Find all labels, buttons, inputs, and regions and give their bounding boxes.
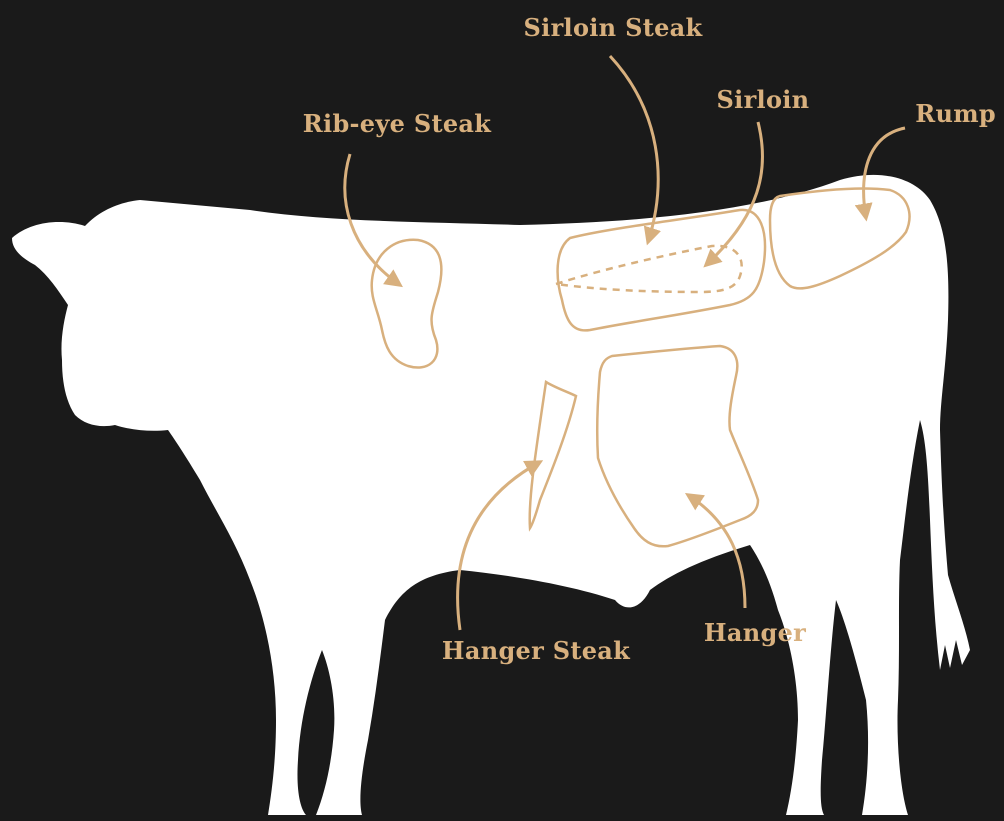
label-hanger: Hanger xyxy=(704,618,806,647)
sirloin-steak-arrow xyxy=(610,56,658,242)
label-rump: Rump xyxy=(915,99,996,128)
label-hanger-steak: Hanger Steak xyxy=(442,636,631,665)
cow-silhouette-icon xyxy=(12,175,970,815)
label-ribeye-steak: Rib-eye Steak xyxy=(303,109,492,138)
label-sirloin: Sirloin xyxy=(717,85,810,114)
label-sirloin-steak: Sirloin Steak xyxy=(524,13,704,42)
